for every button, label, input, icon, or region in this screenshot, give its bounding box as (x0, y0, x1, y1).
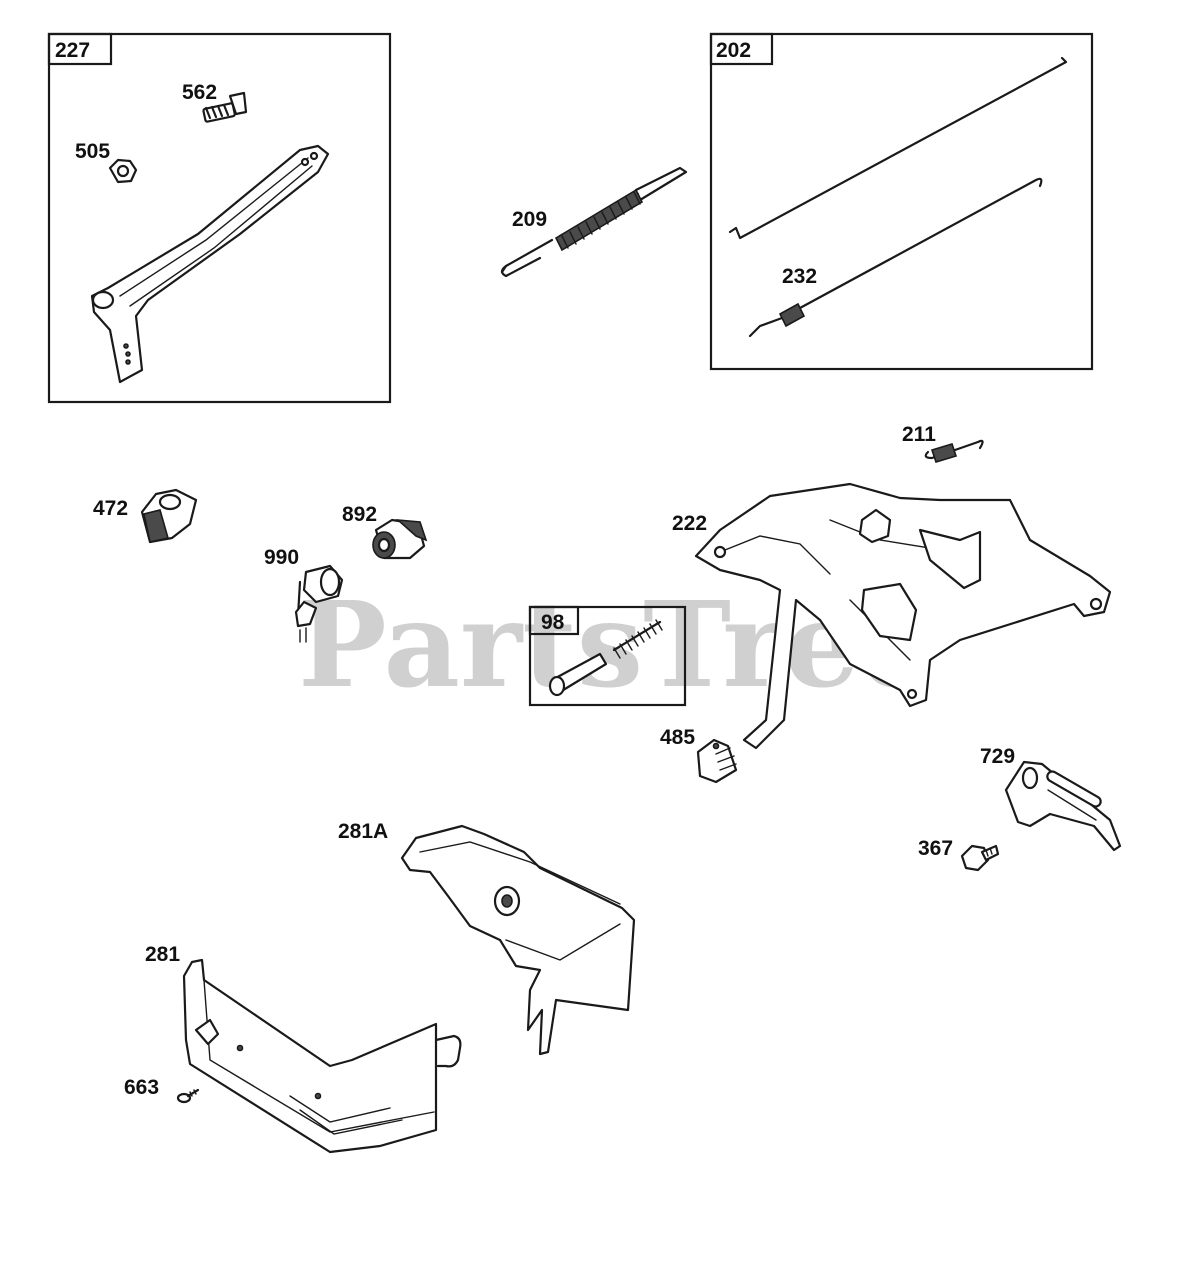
part-729-bracket[interactable] (1004, 760, 1122, 852)
part-990-key[interactable] (294, 564, 344, 643)
kit-box-202: 202 (709, 32, 1094, 371)
label-892: 892 (342, 503, 377, 526)
label-663: 663 (124, 1076, 159, 1099)
label-562: 562 (182, 81, 217, 104)
part-505-nut[interactable] (108, 158, 138, 184)
part-485-tab[interactable] (696, 738, 738, 784)
part-281-shroud[interactable] (182, 958, 462, 1154)
part-281A-shroud[interactable] (400, 824, 636, 1056)
kit-box-98: 98 (528, 605, 687, 707)
part-98-pin[interactable] (548, 619, 663, 697)
box-label-227: 227 (55, 39, 90, 62)
label-209: 209 (512, 208, 547, 231)
part-562-bolt[interactable] (202, 91, 248, 123)
label-505: 505 (75, 140, 110, 163)
label-990: 990 (264, 546, 299, 569)
kit-box-227: 227 (47, 32, 392, 404)
part-892-switch[interactable] (372, 518, 428, 560)
part-663-screw[interactable] (176, 1088, 200, 1104)
part-209-spring[interactable] (500, 166, 688, 278)
part-472-knob[interactable] (140, 488, 198, 544)
label-472: 472 (93, 497, 128, 520)
part-202-link-rod[interactable] (728, 56, 1068, 240)
label-211: 211 (902, 423, 936, 446)
label-222: 222 (672, 512, 707, 535)
box-label-202: 202 (716, 39, 751, 62)
part-222-bracket[interactable] (694, 482, 1112, 750)
part-232-spring-link[interactable] (748, 177, 1043, 338)
part-227-lever[interactable] (90, 144, 330, 384)
label-485: 485 (660, 726, 695, 749)
label-367: 367 (918, 837, 953, 860)
label-281A: 281A (338, 820, 388, 843)
label-232: 232 (782, 265, 817, 288)
part-367-bolt[interactable] (960, 844, 1000, 872)
label-281: 281 (145, 943, 180, 966)
label-729: 729 (980, 745, 1015, 768)
part-211-spring[interactable] (924, 439, 984, 463)
box-label-98: 98 (541, 611, 565, 634)
